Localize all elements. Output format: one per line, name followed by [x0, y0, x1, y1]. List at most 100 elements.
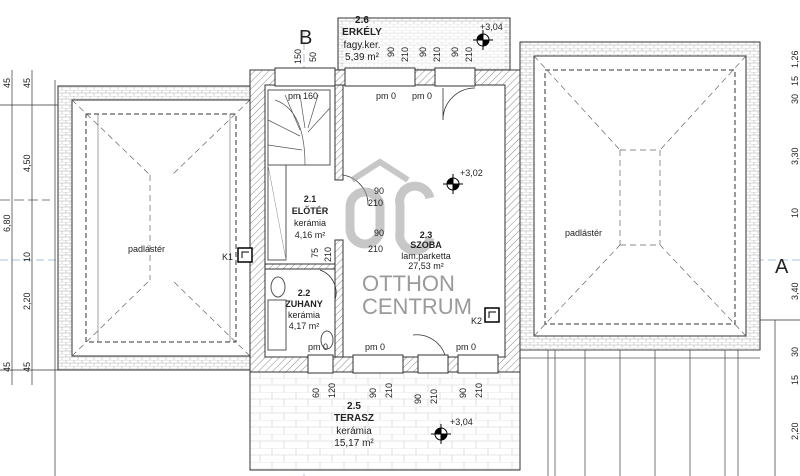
svg-text:ERKÉLY: ERKÉLY	[342, 25, 382, 38]
level-marker-icon	[473, 30, 493, 50]
svg-text:45: 45	[22, 78, 32, 88]
svg-text:2.6: 2.6	[355, 15, 369, 26]
svg-text:pm 0: pm 0	[376, 91, 396, 101]
level-marker-icon	[431, 424, 451, 444]
svg-text:1,26: 1,26	[790, 50, 800, 68]
parapet-labels: pm 160 pm 0 pm 0 pm 0 pm 0 pm 0	[288, 91, 476, 352]
house-walls	[249, 67, 521, 374]
svg-text:210: 210	[474, 383, 484, 398]
svg-text:90: 90	[413, 394, 423, 404]
svg-text:kerámia: kerámia	[336, 426, 372, 437]
level-label: +3,02	[460, 168, 483, 178]
svg-text:120: 120	[327, 383, 337, 398]
svg-text:pm 0: pm 0	[365, 342, 385, 352]
opening-dimensions-mid: 90 210 90 210 75 210	[310, 186, 384, 262]
chimney-label: K1	[222, 252, 233, 262]
svg-text:2.1: 2.1	[304, 194, 317, 204]
level-label: +3,04	[480, 22, 503, 32]
svg-text:210: 210	[323, 247, 333, 262]
chimney-k1	[237, 247, 253, 263]
svg-text:210: 210	[368, 244, 383, 254]
svg-text:4,16 m²: 4,16 m²	[295, 230, 326, 240]
right-roof	[519, 41, 800, 476]
svg-text:pm 0: pm 0	[412, 91, 432, 101]
svg-text:2.5: 2.5	[347, 401, 361, 412]
chimney-k2	[484, 307, 500, 323]
svg-text:TERASZ: TERASZ	[334, 413, 374, 424]
room-label-2-3: 2.3 SZOBA lam.parketta 27,53 m²	[401, 230, 451, 271]
axis-label-a: A	[775, 256, 789, 278]
svg-text:45: 45	[22, 362, 32, 372]
svg-text:15: 15	[790, 375, 800, 385]
svg-text:90: 90	[418, 47, 428, 57]
svg-text:3,40: 3,40	[790, 282, 800, 300]
pergola	[520, 349, 760, 476]
svg-text:SZOBA: SZOBA	[410, 240, 442, 250]
svg-text:15: 15	[790, 76, 800, 86]
svg-text:210: 210	[384, 383, 394, 398]
svg-text:pm 0: pm 0	[456, 342, 476, 352]
svg-text:75: 75	[310, 248, 320, 258]
svg-text:6,80: 6,80	[2, 214, 12, 232]
svg-text:15,17 m²: 15,17 m²	[334, 438, 374, 449]
svg-text:OTTHON: OTTHON	[362, 271, 455, 296]
watermark-logo	[345, 158, 435, 255]
svg-text:CENTRUM: CENTRUM	[362, 294, 472, 319]
watermark: OTTHON CENTRUM	[345, 158, 472, 319]
svg-text:90: 90	[458, 388, 468, 398]
room-label-2-5: 2.5 TERASZ kerámia 15,17 m²	[334, 401, 374, 449]
opening-dimensions-bottom: 60 120 90 210 90 210 90 210	[311, 383, 484, 404]
svg-text:lam.parketta: lam.parketta	[401, 251, 451, 261]
svg-text:90: 90	[450, 47, 460, 57]
svg-text:27,53 m²: 27,53 m²	[408, 261, 444, 271]
attic-label: padlástér	[565, 228, 602, 238]
left-dimensions: 45 45 6,80 4,50 10 2,20 45 45	[2, 78, 32, 372]
terrace	[249, 371, 521, 471]
level-marker-icon	[443, 174, 463, 194]
svg-text:30: 30	[790, 94, 800, 104]
svg-text:4,17 m²: 4,17 m²	[289, 321, 320, 331]
svg-text:50: 50	[308, 52, 318, 62]
svg-text:10: 10	[22, 252, 32, 262]
left-dimension-lines	[0, 70, 58, 476]
axis-label-b: B	[299, 27, 312, 49]
svg-text:210: 210	[432, 47, 442, 62]
svg-text:ELŐTÉR: ELŐTÉR	[292, 205, 329, 216]
left-roof	[57, 85, 251, 371]
room-label-2-2: 2.2 ZUHANY kerámia 4,17 m²	[285, 288, 323, 331]
svg-text:2,20: 2,20	[22, 292, 32, 310]
chimney-label: K2	[471, 316, 482, 326]
svg-text:pm 160: pm 160	[288, 91, 318, 101]
svg-text:2.2: 2.2	[298, 288, 311, 298]
room-label-2-6: 2.6 ERKÉLY fagy.ker. 5,39 m²	[342, 15, 382, 63]
svg-text:ZUHANY: ZUHANY	[285, 299, 323, 309]
svg-text:45: 45	[2, 78, 12, 88]
level-label: +3,04	[450, 417, 473, 427]
attic-label: padlástér	[128, 244, 165, 254]
svg-text:45: 45	[2, 362, 12, 372]
svg-text:4,50: 4,50	[22, 154, 32, 172]
opening-dimensions-top: 150 50 90 210 90 210 90 210	[293, 47, 474, 64]
svg-text:10: 10	[790, 208, 800, 218]
svg-text:210: 210	[429, 389, 439, 404]
svg-text:kerámia: kerámia	[294, 218, 326, 228]
svg-text:90: 90	[374, 228, 384, 238]
svg-text:2,20: 2,20	[790, 422, 800, 440]
svg-text:60: 60	[311, 388, 321, 398]
svg-text:150: 150	[293, 49, 303, 64]
svg-text:5,39 m²: 5,39 m²	[345, 52, 380, 63]
right-dimensions: 1,26 15 30 3,30 10 3,40 30 15 2,20	[790, 50, 800, 440]
svg-text:90: 90	[374, 186, 384, 196]
room-label-2-1: 2.1 ELŐTÉR kerámia 4,16 m²	[292, 194, 329, 240]
svg-text:fagy.ker.: fagy.ker.	[343, 40, 380, 51]
svg-text:210: 210	[368, 198, 383, 208]
svg-text:pm 0: pm 0	[308, 342, 328, 352]
svg-text:30: 30	[790, 347, 800, 357]
svg-text:kerámia: kerámia	[288, 310, 320, 320]
svg-text:210: 210	[464, 47, 474, 62]
svg-text:90: 90	[386, 47, 396, 57]
svg-text:2.3: 2.3	[420, 230, 433, 240]
svg-text:3,30: 3,30	[790, 147, 800, 165]
svg-text:210: 210	[400, 47, 410, 62]
